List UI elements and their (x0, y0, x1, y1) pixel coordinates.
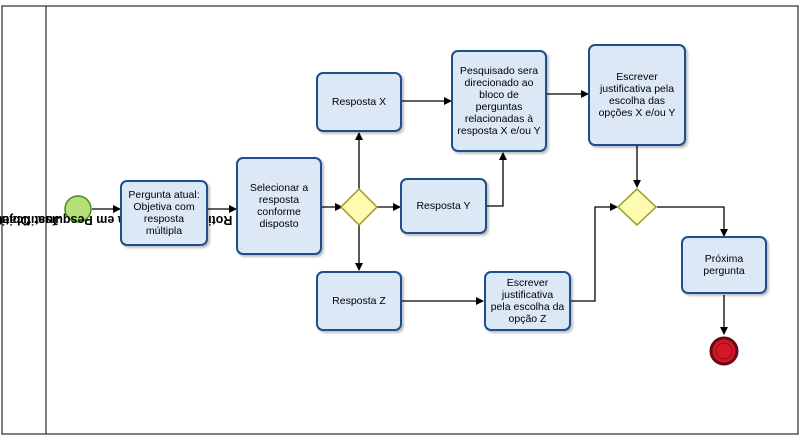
task-resposta-y: Resposta Y (400, 178, 487, 234)
task-pesquisado-direcionado-label: Pesquisado sera direcionado ao bloco de … (457, 65, 541, 137)
exclusive-gateway-split (339, 187, 379, 227)
task-selecionar-resposta: Selecionar a resposta conforme disposto (236, 157, 322, 255)
task-resposta-z: Resposta Z (316, 271, 402, 331)
flow-gateway-to-proxima (657, 206, 728, 237)
sequence-flows (92, 90, 728, 335)
pool-label-line2: Justificativa (0, 213, 61, 227)
task-escrever-justificativa-xy: Escrever justificativa pela escolha das … (588, 44, 686, 146)
end-event-inner-ring (715, 342, 733, 360)
task-resposta-x: Resposta X (316, 72, 402, 132)
flow-resposta-y-to-pesquisado (487, 152, 507, 207)
pool-label: Rotina de Pergunta em Pesquisa: Objetiva… (0, 6, 232, 434)
start-event (64, 195, 92, 223)
task-resposta-x-label: Resposta X (331, 96, 387, 108)
task-pesquisado-direcionado: Pesquisado sera direcionado ao bloco de … (451, 50, 547, 152)
exclusive-gateway-merge (616, 187, 658, 227)
task-escrever-justificativa-z: Escrever justificativa pela escolha da o… (484, 271, 571, 331)
task-resposta-y-label: Resposta Y (416, 200, 471, 212)
flow-escrever-z-to-gateway (571, 203, 618, 302)
task-pergunta-atual: Pergunta atual: Objetiva com resposta mú… (120, 180, 208, 246)
task-proxima-pergunta-label: Próxima pergunta (703, 253, 745, 277)
task-escrever-justificativa-xy-label: Escrever justificativa pela escolha das … (598, 71, 676, 119)
task-proxima-pergunta: Próxima pergunta (681, 236, 767, 294)
task-resposta-z-label: Resposta Z (332, 295, 386, 307)
task-escrever-justificativa-z-label: Escrever justificativa pela escolha da o… (490, 277, 565, 325)
task-selecionar-resposta-label: Selecionar a resposta conforme disposto (249, 182, 309, 230)
task-pergunta-atual-label: Pergunta atual: Objetiva com resposta mú… (128, 189, 200, 237)
end-event (709, 336, 739, 366)
